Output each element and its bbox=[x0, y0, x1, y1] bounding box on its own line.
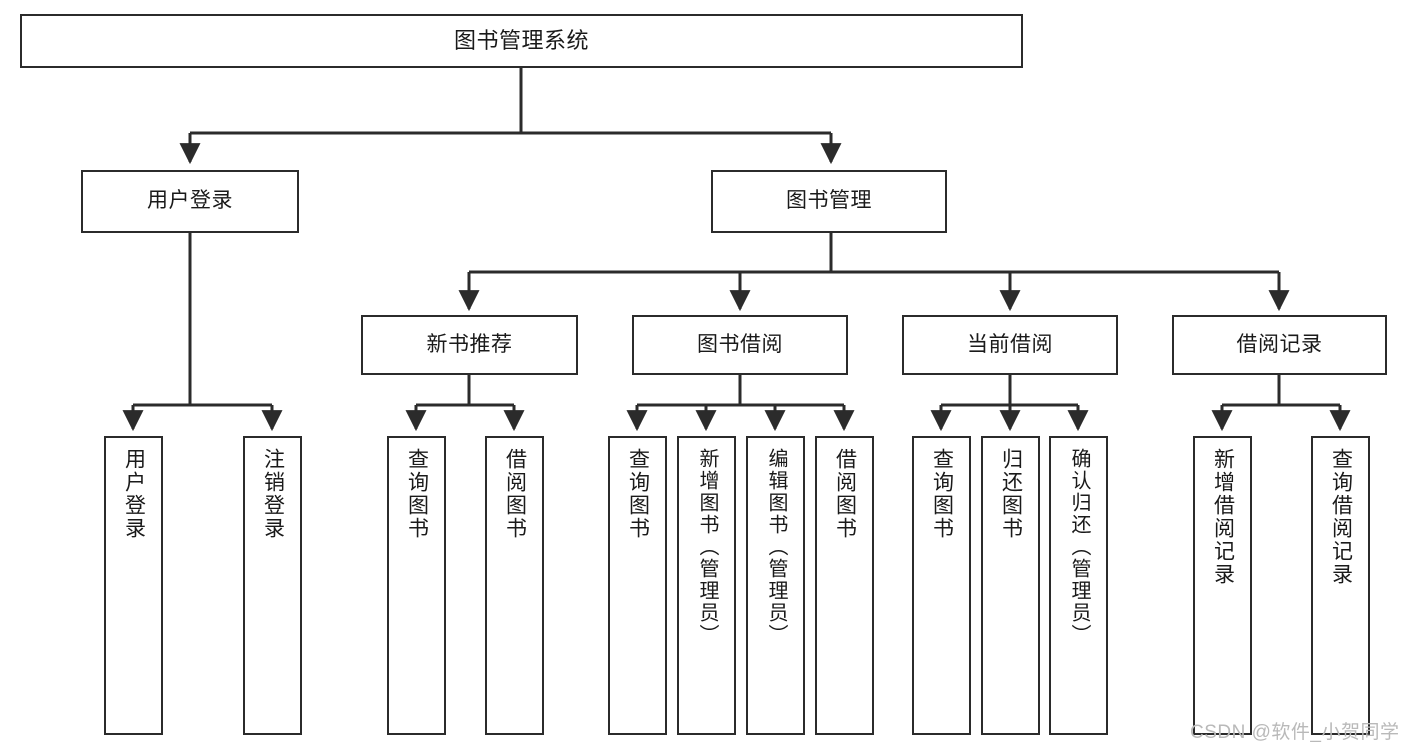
leaf-book-borrow-borrow-book[interactable]: 借阅图书 bbox=[815, 436, 874, 735]
leaf-book-borrow-query-book[interactable]: 查询图书 bbox=[608, 436, 667, 735]
node-label: 新书推荐 bbox=[426, 332, 513, 356]
node-label: 借阅图书 bbox=[503, 448, 527, 540]
leaf-current-borrow-confirm-return-admin[interactable]: 确认归还（管理员） bbox=[1049, 436, 1108, 735]
node-label: 查询图书 bbox=[405, 448, 429, 540]
node-label: 注销登录 bbox=[261, 448, 285, 540]
node-user-login[interactable]: 用户登录 bbox=[81, 170, 299, 233]
node-label: 新增借阅记录 bbox=[1211, 448, 1235, 586]
csdn-watermark: CSDN @软件_小贺同学 bbox=[1190, 722, 1400, 743]
node-new-book-recommend[interactable]: 新书推荐 bbox=[361, 315, 578, 375]
leaf-new-book-borrow-book[interactable]: 借阅图书 bbox=[485, 436, 544, 735]
node-label: 编辑图书（管理员） bbox=[765, 448, 787, 646]
leaf-borrow-record-add-record[interactable]: 新增借阅记录 bbox=[1193, 436, 1252, 735]
node-label: 用户登录 bbox=[147, 189, 233, 213]
leaf-new-book-query-book[interactable]: 查询图书 bbox=[387, 436, 446, 735]
node-label: 借阅图书 bbox=[833, 448, 857, 540]
node-label: 图书管理系统 bbox=[453, 28, 589, 54]
node-label: 当前借阅 bbox=[967, 332, 1053, 356]
leaf-borrow-record-query-record[interactable]: 查询借阅记录 bbox=[1311, 436, 1370, 735]
leaf-book-borrow-add-book-admin[interactable]: 新增图书（管理员） bbox=[677, 436, 736, 735]
leaf-current-borrow-query-book[interactable]: 查询图书 bbox=[912, 436, 971, 735]
node-label: 查询借阅记录 bbox=[1329, 448, 1353, 586]
node-label: 归还图书 bbox=[999, 448, 1023, 540]
node-label: 确认归还（管理员） bbox=[1068, 448, 1090, 646]
leaf-book-borrow-edit-book-admin[interactable]: 编辑图书（管理员） bbox=[746, 436, 805, 735]
leaf-user-login-login[interactable]: 用户登录 bbox=[104, 436, 163, 735]
node-book-borrow[interactable]: 图书借阅 bbox=[632, 315, 848, 375]
node-book-management[interactable]: 图书管理 bbox=[711, 170, 947, 233]
node-label: 新增图书（管理员） bbox=[696, 448, 718, 646]
node-label: 查询图书 bbox=[930, 448, 954, 540]
node-label: 图书借阅 bbox=[697, 332, 783, 356]
node-borrow-record[interactable]: 借阅记录 bbox=[1172, 315, 1387, 375]
node-root-book-management-system[interactable]: 图书管理系统 bbox=[20, 14, 1023, 68]
node-label: 用户登录 bbox=[122, 448, 146, 540]
leaf-user-login-logout[interactable]: 注销登录 bbox=[243, 436, 302, 735]
node-label: 查询图书 bbox=[626, 448, 650, 540]
node-label: 图书管理 bbox=[786, 189, 872, 213]
node-label: 借阅记录 bbox=[1236, 332, 1323, 356]
leaf-current-borrow-return-book[interactable]: 归还图书 bbox=[981, 436, 1040, 735]
node-current-borrow[interactable]: 当前借阅 bbox=[902, 315, 1118, 375]
